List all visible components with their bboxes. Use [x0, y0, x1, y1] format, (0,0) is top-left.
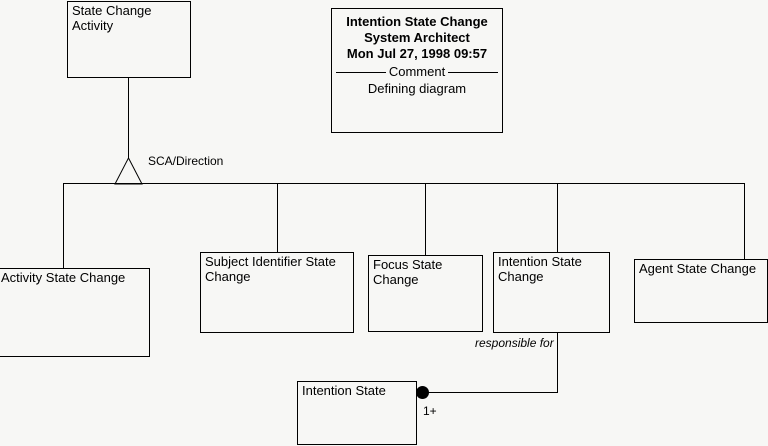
generalization-bus-line [63, 183, 745, 184]
association-role-label: responsible for [475, 336, 554, 350]
association-line-vertical [557, 333, 558, 392]
class-box-agent-state-change[interactable]: Agent State Change [634, 259, 768, 323]
class-name-activity-state-change: Activity State Change [1, 270, 126, 285]
class-box-intention-state-change[interactable]: Intention State Change [493, 252, 610, 333]
separator-rule-left [336, 71, 386, 73]
generalization-drop-line-1 [63, 183, 64, 268]
generalization-drop-line-2 [277, 183, 278, 252]
generalization-drop-line-5 [744, 183, 745, 259]
class-name-state-change-activity: State Change Activity [72, 3, 152, 33]
class-name-intention-state-change: Intention State Change [498, 254, 582, 284]
class-name-intention-state: Intention State [302, 383, 386, 398]
title-line-diagram-name: Intention State Change [346, 14, 488, 29]
class-name-agent-state-change: Agent State Change [639, 261, 757, 276]
comment-text: Defining diagram [367, 81, 467, 96]
generalization-triangle-icon [114, 156, 143, 185]
generalization-stem [128, 78, 129, 158]
generalization-drop-line-4 [557, 183, 558, 252]
generalization-drop-line-3 [425, 183, 426, 255]
class-name-subject-identifier-state-change: Subject Identifier State Change [205, 254, 336, 284]
comment-separator-label: Comment [388, 64, 446, 79]
class-name-focus-state-change: Focus State Change [373, 257, 443, 287]
association-aggregation-dot-icon [416, 386, 429, 399]
class-box-intention-state[interactable]: Intention State [297, 381, 417, 445]
title-line-timestamp: Mon Jul 27, 1998 09:57 [346, 46, 488, 61]
generalization-discriminator-label: SCA/Direction [148, 154, 224, 168]
class-box-state-change-activity[interactable]: State Change Activity [67, 1, 191, 78]
class-box-subject-identifier-state-change[interactable]: Subject Identifier State Change [200, 252, 354, 333]
separator-rule-right [448, 71, 499, 73]
association-line-horizontal [424, 392, 558, 393]
class-box-focus-state-change[interactable]: Focus State Change [368, 255, 483, 332]
class-box-activity-state-change[interactable]: Activity State Change [0, 268, 150, 357]
title-line-tool-name: System Architect [364, 30, 470, 45]
association-multiplicity-label: 1+ [423, 404, 437, 418]
diagram-title-block: Intention State Change System Architect … [331, 8, 503, 133]
comment-separator: Comment [336, 64, 499, 79]
